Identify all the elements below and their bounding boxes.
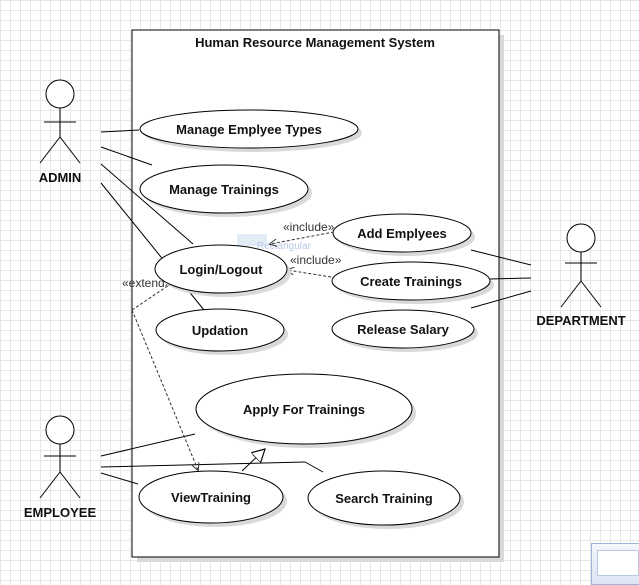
generalization-view-apply — [241, 449, 265, 472]
actor-employee-label: EMPLOYEE — [24, 505, 97, 520]
assoc-emp-view — [100, 472, 139, 485]
use-case-search-training[interactable]: Search Training — [307, 470, 464, 529]
use-case-release-salary[interactable]: Release Salary — [331, 309, 478, 352]
assoc-emp-apply — [100, 433, 196, 457]
actor-admin-leg-left — [39, 136, 61, 164]
actor-department-leg-right — [580, 280, 602, 308]
actor-admin-label: ADMIN — [39, 170, 82, 185]
svg-text:Search Training: Search Training — [335, 491, 433, 506]
actor-department-head — [566, 223, 596, 253]
use-case-manage-employee-types[interactable]: Manage Emplyee Types — [139, 109, 362, 152]
actor-department[interactable] — [560, 223, 602, 308]
navigator-viewport[interactable] — [597, 550, 639, 576]
actor-department-label: DEPARTMENT — [536, 313, 625, 328]
assoc-emp-search — [100, 461, 306, 468]
system-title: Human Resource Management System — [195, 35, 435, 50]
include-create-login — [287, 270, 332, 278]
assoc-emp-search-tail — [304, 461, 324, 473]
ghost-label: Rectangular — [257, 241, 312, 252]
svg-text:Login/Logout: Login/Logout — [179, 262, 263, 277]
include-label-2: «include» — [290, 253, 342, 267]
assoc-admin-login — [100, 163, 194, 245]
actor-admin-leg-right — [59, 136, 81, 164]
include-label-1: «include» — [283, 220, 335, 234]
actor-employee[interactable] — [39, 415, 81, 499]
use-case-login-logout[interactable]: Login/Logout — [154, 244, 291, 297]
use-case-manage-trainings[interactable]: Manage Trainings — [139, 164, 312, 217]
use-case-apply-for-trainings[interactable]: Apply For Trainings — [195, 373, 416, 448]
actor-admin-head — [45, 79, 75, 109]
include-add-login — [270, 231, 335, 244]
actor-employee-head — [45, 415, 75, 445]
svg-text:Updation: Updation — [192, 323, 248, 338]
extend-label: «extend» — [122, 276, 172, 290]
actor-employee-leg-right — [59, 471, 81, 499]
assoc-admin-manage-trainings — [100, 146, 153, 166]
use-case-view-training[interactable]: ViewTraining — [138, 470, 287, 527]
assoc-dept-add — [470, 249, 532, 266]
svg-text:Manage Trainings: Manage Trainings — [169, 182, 279, 197]
associations — [100, 129, 532, 485]
assoc-dept-create — [489, 277, 532, 280]
svg-text:Add Emplyees: Add Emplyees — [357, 226, 447, 241]
assoc-admin-manage-types — [100, 129, 140, 133]
svg-text:Apply For Trainings: Apply For Trainings — [243, 402, 365, 417]
svg-text:Manage Emplyee Types: Manage Emplyee Types — [176, 122, 322, 137]
actor-department-leg-left — [560, 280, 582, 308]
svg-text:Create Trainings: Create Trainings — [360, 274, 462, 289]
use-case-create-trainings[interactable]: Create Trainings — [331, 261, 494, 304]
extend-view-path — [131, 309, 198, 470]
actor-admin[interactable] — [39, 79, 81, 164]
use-case-add-employees[interactable]: Add Emplyees — [332, 213, 475, 256]
use-case-updation[interactable]: Updation — [155, 308, 288, 355]
ghost-highlight — [237, 234, 267, 246]
svg-text:Release Salary: Release Salary — [357, 322, 450, 337]
navigator-widget[interactable] — [591, 543, 639, 585]
svg-text:ViewTraining: ViewTraining — [171, 490, 251, 505]
use-case-diagram: Human Resource Management System Rectang… — [24, 29, 626, 562]
actor-employee-leg-left — [39, 471, 61, 499]
assoc-dept-release — [470, 290, 532, 309]
